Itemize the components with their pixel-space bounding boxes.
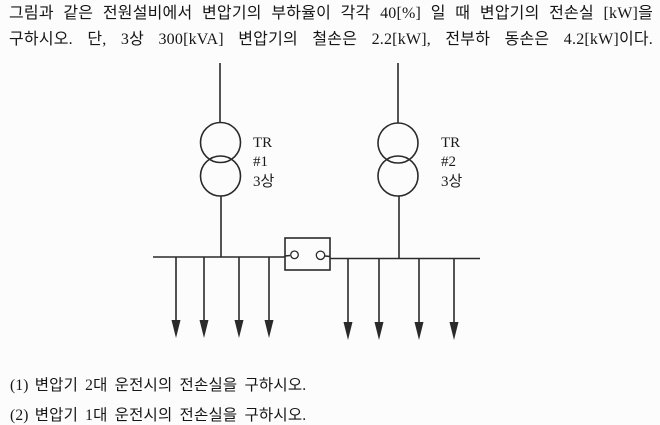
tr2-label-unit: #2	[441, 154, 456, 170]
arrow-head	[343, 322, 353, 340]
load-arrow	[171, 257, 181, 338]
load-arrow	[374, 258, 384, 340]
question-1: (1) 변압기 2대 운전시의 전손실을 구하시오.	[10, 371, 306, 401]
tr2-label-phase: 3상	[441, 173, 463, 190]
tie-switch-right-contact	[315, 250, 326, 261]
load-arrow	[264, 257, 274, 338]
tr1-label-unit: #1	[253, 154, 268, 170]
tr2-secondary-winding-circle	[377, 155, 419, 197]
tie-switch-left-contact	[290, 250, 299, 260]
transformer-1-label: TR #1 3상	[253, 135, 275, 190]
question-1-text: 변압기 2대 운전시의 전손실을 구하시오.	[34, 377, 307, 394]
left-feeder-loads	[171, 257, 274, 338]
arrow-head	[171, 320, 181, 338]
question-2-text: 변압기 1대 운전시의 전손실을 구하시오.	[34, 407, 307, 424]
question-2: (2) 변압기 1대 운전시의 전손실을 구하시오.	[10, 401, 306, 425]
transformer-2-symbol	[377, 63, 419, 258]
statement-line-1: 그림과 같은 전원설비에서 변압기의 부하율이 각각 40[%] 일 때 변압기…	[9, 5, 653, 22]
single-line-diagram: TR #1 3상 TR #2 3상	[153, 63, 480, 340]
right-feeder-loads	[343, 258, 459, 340]
bus-tie-switch	[284, 237, 331, 271]
arrow-head	[414, 322, 424, 340]
transformer-1-symbol	[199, 63, 242, 257]
question-1-number: (1)	[10, 377, 29, 394]
load-arrow	[449, 258, 459, 340]
question-list: (1) 변압기 2대 운전시의 전손실을 구하시오. (2) 변압기 1대 운전시의…	[10, 371, 306, 425]
question-2-number: (2)	[10, 407, 29, 424]
arrow-head	[264, 320, 274, 338]
tr2-label-name: TR	[441, 135, 460, 151]
tie-switch-right-lead	[324, 255, 331, 258]
arrow-head	[449, 322, 459, 340]
load-arrow	[199, 257, 209, 338]
arrow-head	[234, 320, 244, 338]
load-arrow	[234, 257, 244, 338]
tr1-primary-winding-circle	[199, 121, 242, 164]
problem-statement: 그림과 같은 전원설비에서 변압기의 부하율이 각각 40[%] 일 때 변압기…	[9, 1, 653, 53]
tr2-primary-winding-circle	[377, 122, 419, 164]
arrow-head	[199, 320, 209, 338]
statement-line-2: 구하시오. 단, 3상 300[kVA] 변압기의 철손은 2.2[kW], 전…	[9, 31, 653, 48]
transformer-2-label: TR #2 3상	[441, 135, 463, 190]
tr1-label-phase: 3상	[253, 173, 275, 190]
load-arrow	[343, 258, 353, 340]
tr1-label-name: TR	[253, 135, 272, 151]
load-arrow	[414, 258, 424, 340]
arrow-head	[374, 322, 384, 340]
tie-switch-box	[284, 237, 331, 271]
tie-switch-left-lead	[284, 254, 291, 257]
